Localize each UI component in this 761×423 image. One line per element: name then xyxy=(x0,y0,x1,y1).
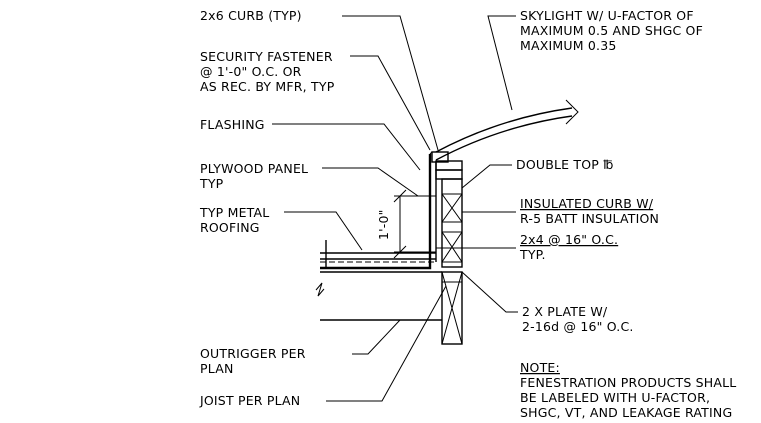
note-line-3: SHGC, VT, AND LEAKAGE RATING xyxy=(520,405,732,420)
note-line-1: FENESTRATION PRODUCTS SHALL xyxy=(520,375,736,390)
label-plate-line-1: 2 X PLATE W/ xyxy=(522,304,608,319)
roofing-assembly xyxy=(315,240,442,297)
note-block: NOTE: FENESTRATION PRODUCTS SHALL BE LAB… xyxy=(520,360,736,420)
label-skylight-line-3: MAXIMUM 0.35 xyxy=(520,38,617,53)
label-metal-roofing-line-2: ROOFING xyxy=(200,220,260,235)
label-metal-roofing-line-1: TYP METAL xyxy=(199,205,269,220)
curb-frame xyxy=(431,151,463,268)
leader-lines xyxy=(272,15,518,402)
label-double-top-plate: DOUBLE TOP ℔ xyxy=(516,157,614,172)
label-insulated-curb-line-1: INSULATED CURB W/ xyxy=(520,196,654,211)
label-stud-line-2: TYP. xyxy=(519,247,546,262)
note-heading: NOTE: xyxy=(520,360,560,375)
skylight-glazing xyxy=(435,99,579,161)
note-line-2: BE LABELED WITH U-FACTOR, xyxy=(520,390,710,405)
label-outrigger-line-2: PLAN xyxy=(200,361,234,376)
label-fastener-line-2: @ 1'-0" O.C. OR xyxy=(200,64,302,79)
label-plywood-line-2: TYP xyxy=(199,176,224,191)
joist-assembly xyxy=(320,271,463,345)
label-fastener-line-3: AS REC. BY MFR, TYP xyxy=(200,79,335,94)
label-plywood-line-1: PLYWOOD PANEL xyxy=(200,161,308,176)
label-skylight-line-2: MAXIMUM 0.5 AND SHGC OF xyxy=(520,23,703,38)
dimension-one-foot: 1'-0" xyxy=(376,189,436,259)
label-joist: JOIST PER PLAN xyxy=(199,393,300,408)
dimension-label: 1'-0" xyxy=(376,209,391,240)
label-stud-line-1: 2x4 @ 16" O.C. xyxy=(520,232,618,247)
label-flashing: FLASHING xyxy=(200,117,265,132)
label-outrigger-line-1: OUTRIGGER PER xyxy=(200,346,306,361)
label-skylight-line-1: SKYLIGHT W/ U-FACTOR OF xyxy=(520,8,694,23)
label-plate-line-2: 2-16d @ 16" O.C. xyxy=(522,319,634,334)
flashing-and-panel xyxy=(320,151,437,270)
label-fastener-line-1: SECURITY FASTENER xyxy=(200,49,333,64)
label-insulated-curb-line-2: R-5 BATT INSULATION xyxy=(520,211,659,226)
label-curb: 2x6 CURB (TYP) xyxy=(200,8,302,23)
